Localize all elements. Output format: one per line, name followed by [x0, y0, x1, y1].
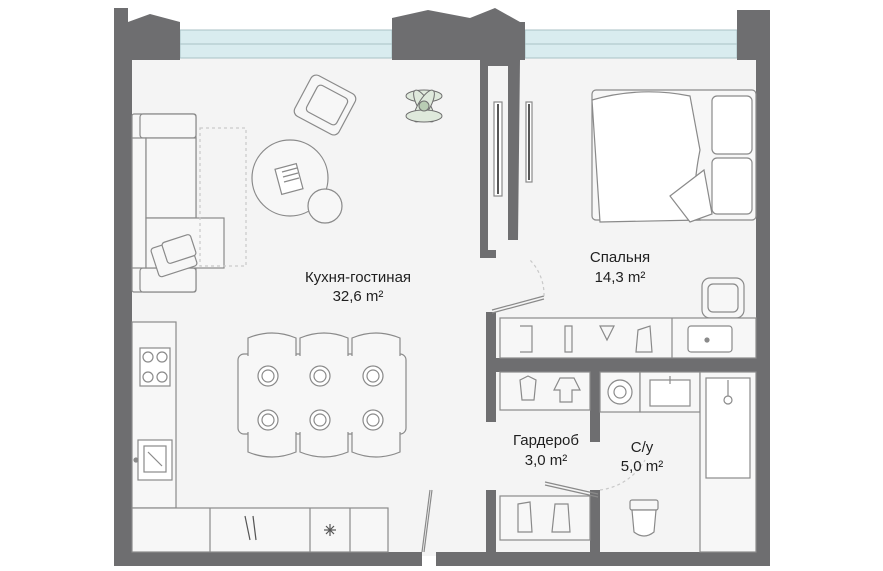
bathroom-name: С/у — [631, 439, 654, 456]
bedroom-chair — [701, 277, 745, 319]
bed — [591, 89, 757, 223]
bedroom-area: 14,3 m² — [595, 269, 646, 286]
entrance-door — [421, 489, 433, 553]
bedroom-name: Спальня — [590, 249, 650, 266]
walls — [114, 8, 770, 566]
kitchen-counter — [131, 321, 389, 553]
dining-table — [237, 332, 407, 458]
bathroom-door — [599, 459, 646, 491]
wardrobe-shelves — [499, 371, 591, 541]
coffee-table — [251, 139, 343, 224]
bathroom-fixtures — [599, 371, 757, 553]
sofa — [131, 113, 247, 293]
wardrobe-area: 3,0 m² — [525, 452, 568, 469]
armchair-top — [293, 74, 357, 136]
bathroom-area: 5,0 m² — [621, 458, 664, 475]
wardrobe-name: Гардероб — [513, 432, 579, 449]
sofa-armchair — [150, 234, 198, 278]
living-room-area: 32,6 m² — [333, 288, 384, 305]
tv-stand — [493, 101, 533, 197]
bedroom-door — [491, 259, 545, 314]
bedroom-wardrobe — [499, 317, 757, 359]
plant — [405, 89, 443, 123]
wardrobe-door — [544, 481, 599, 498]
living-room-name: Кухня-гостиная — [305, 269, 411, 286]
